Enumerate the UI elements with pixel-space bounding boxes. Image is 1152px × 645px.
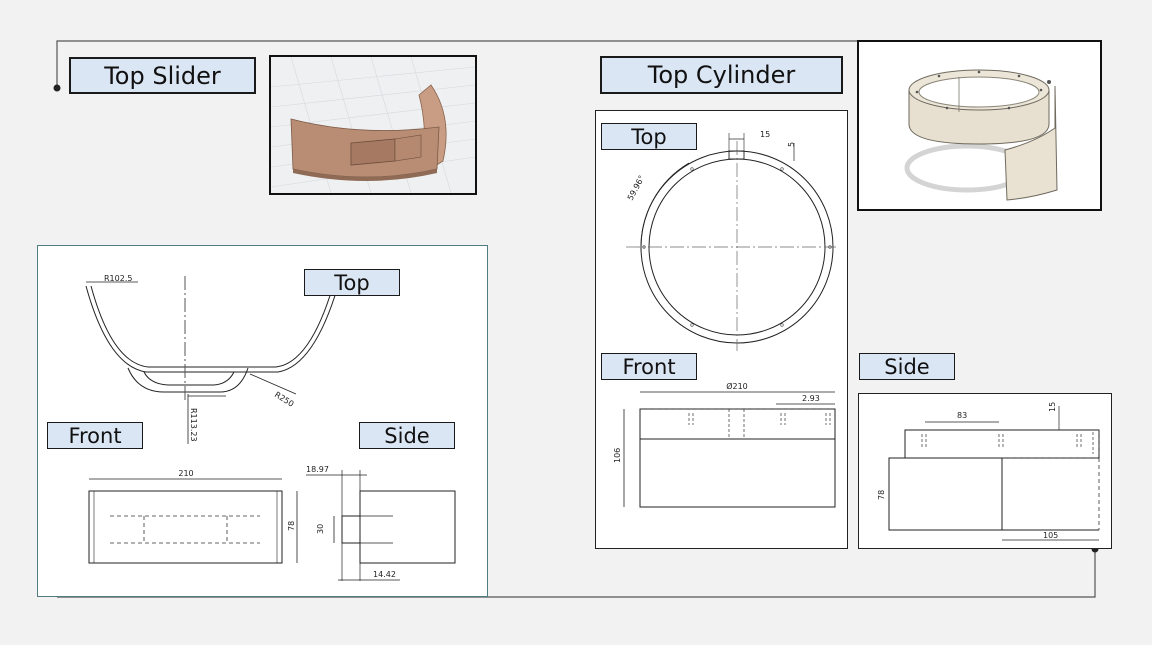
dim-side-h: 30	[316, 524, 325, 534]
top-slider-view-front: Front	[47, 422, 143, 449]
top-slider-drawing-svg: R102.5 R250 R113.23 210 78 18.97 30 14.4…	[85, 274, 456, 581]
top-cylinder-side-drawing: 83 15 78 105	[858, 393, 1112, 549]
dim-cyl-top-h: 5	[787, 142, 796, 147]
top-cylinder-render	[857, 40, 1102, 211]
dim-cyl-front-offset: 2.93	[802, 394, 820, 403]
top-slider-render	[269, 55, 477, 195]
dim-side-w2: 14.42	[373, 570, 396, 579]
top-slider-render-image	[270, 56, 476, 194]
dim-cyl-side-h1: 15	[1048, 402, 1057, 412]
dim-cyl-top-w: 15	[760, 130, 770, 139]
top-cylinder-title: Top Cylinder	[600, 56, 843, 94]
top-cylinder-view-front: Front	[601, 353, 697, 380]
dim-cyl-side-w2: 105	[1043, 531, 1058, 540]
dim-side-w1: 18.97	[306, 465, 329, 474]
top-slider-view-top: Top	[304, 269, 400, 296]
dim-cyl-side-w: 83	[957, 411, 967, 420]
dim-top-r2: R250	[273, 390, 295, 409]
dim-cyl-top-angle: 59.96°	[626, 174, 647, 202]
top-cylinder-drawing: 15 5 59.96° Ø210 2.93 106	[595, 110, 848, 549]
dim-cyl-front-height: 106	[613, 448, 622, 463]
top-cylinder-view-top: Top	[601, 123, 697, 150]
dim-top-r1: R102.5	[104, 274, 132, 283]
dim-top-r3: R113.23	[189, 408, 198, 442]
top-slider-title: Top Slider	[69, 57, 256, 94]
top-cylinder-view-side: Side	[859, 353, 955, 380]
dim-cyl-front-dia: Ø210	[726, 381, 748, 391]
top-slider-view-side: Side	[359, 422, 455, 449]
dim-cyl-side-h2: 78	[877, 490, 886, 500]
top-cylinder-drawing-svg: 15 5 59.96° Ø210 2.93 106	[613, 130, 836, 508]
dim-front-width: 210	[178, 469, 193, 478]
top-slider-drawing: R102.5 R250 R113.23 210 78 18.97 30 14.4…	[37, 245, 488, 597]
dim-front-height: 78	[287, 521, 296, 531]
top-cylinder-side-svg: 83 15 78 105	[877, 402, 1100, 541]
top-cylinder-render-image	[859, 42, 1100, 209]
